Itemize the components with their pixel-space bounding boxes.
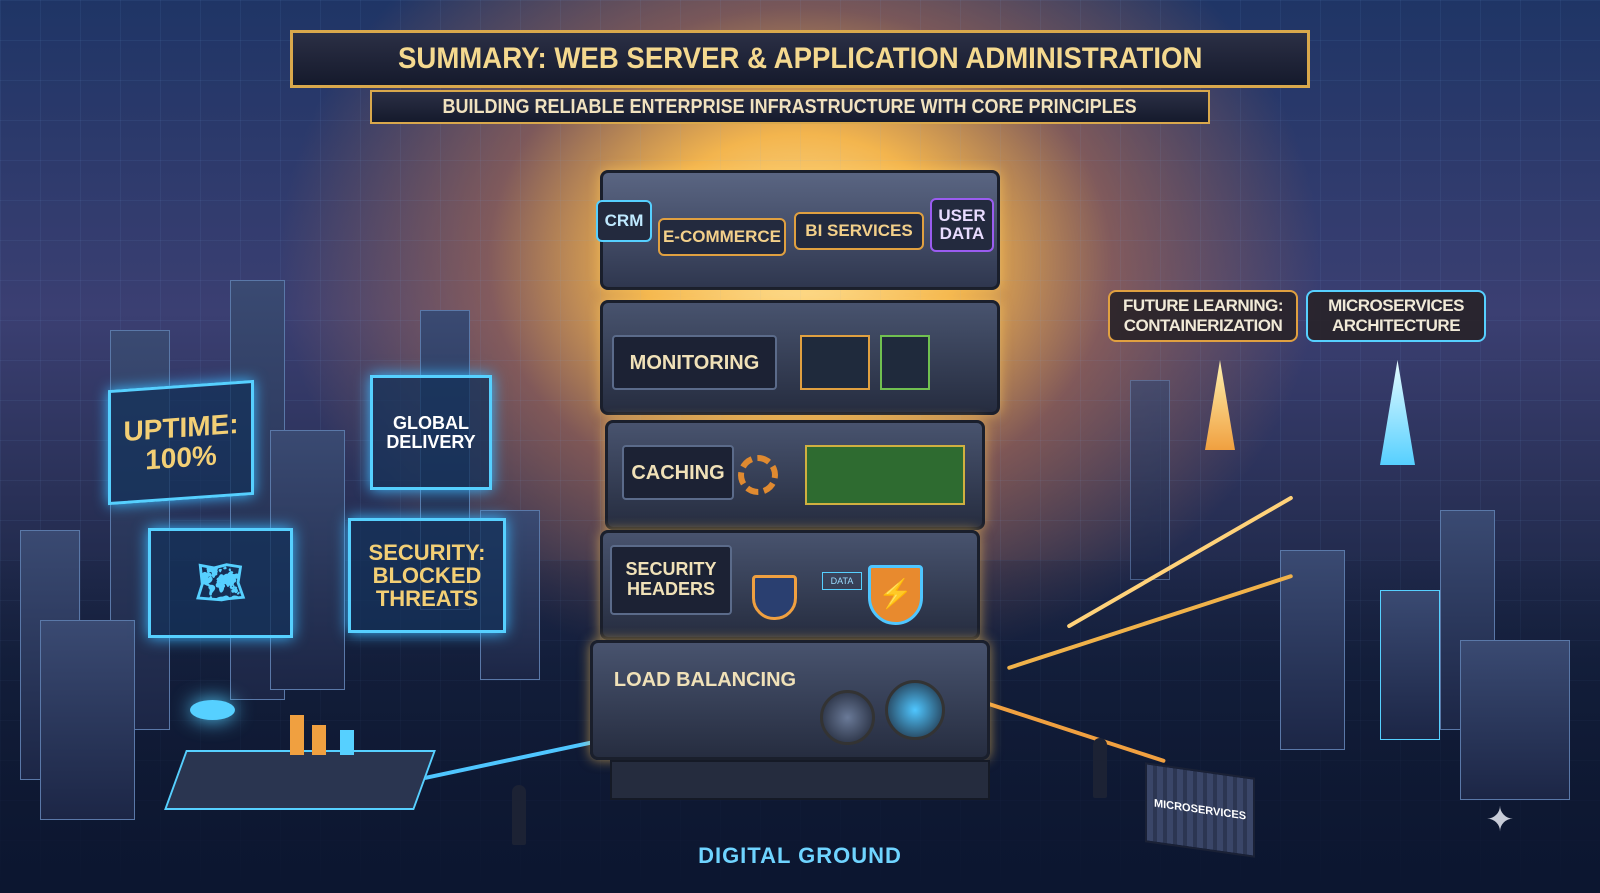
person-figure bbox=[1093, 738, 1107, 798]
future-learning-callout: FUTURE LEARNING: CONTAINERIZATION bbox=[1108, 290, 1298, 342]
chart-screen bbox=[800, 335, 870, 390]
hologram-pad bbox=[190, 700, 235, 720]
fan-icon bbox=[820, 690, 875, 745]
building bbox=[40, 620, 135, 820]
bar-chart-icon bbox=[340, 730, 354, 755]
uptime-panel: UPTIME: 100% bbox=[108, 379, 254, 506]
building bbox=[1130, 380, 1170, 580]
monitoring-label: MONITORING bbox=[612, 335, 777, 390]
dashboard-console bbox=[164, 750, 436, 810]
caching-label: CACHING bbox=[622, 445, 734, 500]
bar-chart-icon bbox=[290, 715, 304, 755]
building bbox=[1280, 550, 1345, 750]
digital-ground-label: DIGITAL GROUND bbox=[698, 843, 902, 868]
fan-icon bbox=[885, 680, 945, 740]
module-crm: CRM bbox=[596, 200, 652, 242]
data-tag: DATA bbox=[822, 572, 862, 590]
ram-module bbox=[805, 445, 965, 505]
world-map-panel: 🗺 bbox=[148, 528, 293, 638]
gear-icon bbox=[738, 455, 778, 495]
title-banner: SUMMARY: WEB SERVER & APPLICATION ADMINI… bbox=[290, 30, 1310, 88]
global-delivery-panel: GLOBAL DELIVERY bbox=[370, 375, 492, 490]
sparkle-icon: ✦ bbox=[1485, 801, 1515, 839]
page-subtitle: BUILDING RELIABLE ENTERPRISE INFRASTRUCT… bbox=[442, 95, 1138, 118]
security-threats-panel: SECURITY: BLOCKED THREATS bbox=[348, 518, 506, 633]
security-headers-label: SECURITY HEADERS bbox=[610, 545, 732, 615]
module-ecommerce: E-COMMERCE bbox=[658, 218, 786, 256]
subtitle-banner: BUILDING RELIABLE ENTERPRISE INFRASTRUCT… bbox=[370, 90, 1210, 124]
tower-base bbox=[610, 760, 990, 800]
shield-lightning-icon: ⚡ bbox=[868, 565, 923, 625]
person-figure bbox=[512, 785, 526, 845]
shield-icon bbox=[752, 575, 797, 620]
microservices-callout: MICROSERVICES ARCHITECTURE bbox=[1306, 290, 1486, 342]
load-balancing-label: LOAD BALANCING bbox=[613, 669, 797, 691]
page-title: SUMMARY: WEB SERVER & APPLICATION ADMINI… bbox=[397, 42, 1203, 75]
chart-screen bbox=[880, 335, 930, 390]
building bbox=[1460, 640, 1570, 800]
microservices-container: MICROSERVICES bbox=[1145, 762, 1255, 858]
module-bi-services: BI SERVICES bbox=[794, 212, 924, 250]
module-user-data: USER DATA bbox=[930, 198, 994, 252]
server-tower bbox=[1380, 590, 1440, 740]
bar-chart-icon bbox=[312, 725, 326, 755]
